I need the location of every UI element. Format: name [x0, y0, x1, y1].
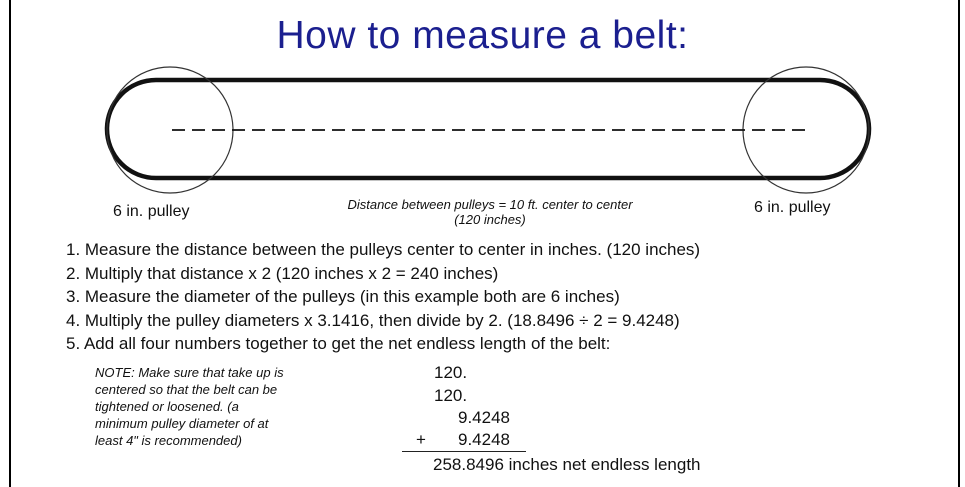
- distance-label: Distance between pulleys = 10 ft. center…: [280, 197, 700, 227]
- left-pulley-label: 6 in. pulley: [113, 203, 190, 220]
- sum-addend-1: 120.: [434, 363, 468, 382]
- step-2: 2. Multiply that distance x 2 (120 inche…: [66, 263, 499, 283]
- sum-addend-4: 9.4248: [458, 430, 510, 449]
- sum-total-unit: inches net endless length: [508, 455, 701, 474]
- page-title: How to measure a belt:: [276, 14, 689, 57]
- sum-total: 258.8496: [433, 455, 504, 474]
- steps-list: 1. Measure the distance between the pull…: [66, 238, 700, 356]
- distance-label-line1: Distance between pulleys = 10 ft. center…: [347, 197, 633, 212]
- step-1: 1. Measure the distance between the pull…: [66, 240, 701, 259]
- sum-plus-sign: +: [416, 430, 426, 449]
- step-5: 5. Add all four numbers together to get …: [66, 334, 611, 353]
- sum-addend-3: 9.4248: [458, 408, 510, 427]
- step-4: 4. Multiply the pulley diameters x 3.141…: [66, 310, 680, 330]
- right-pulley-label: 6 in. pulley: [754, 199, 831, 216]
- belt-diagram: [104, 66, 872, 194]
- belt-outline: [104, 77, 872, 181]
- note-text: NOTE: Make sure that take up is centered…: [95, 365, 284, 448]
- step-3: 3. Measure the diameter of the pulleys (…: [66, 287, 620, 306]
- page-frame: [9, 0, 960, 487]
- sum-rule: [402, 451, 526, 452]
- sum-total-row: 258.8496 inches net endless length: [433, 455, 701, 475]
- distance-label-line2: (120 inches): [454, 212, 526, 227]
- sum-addend-2: 120.: [434, 386, 468, 405]
